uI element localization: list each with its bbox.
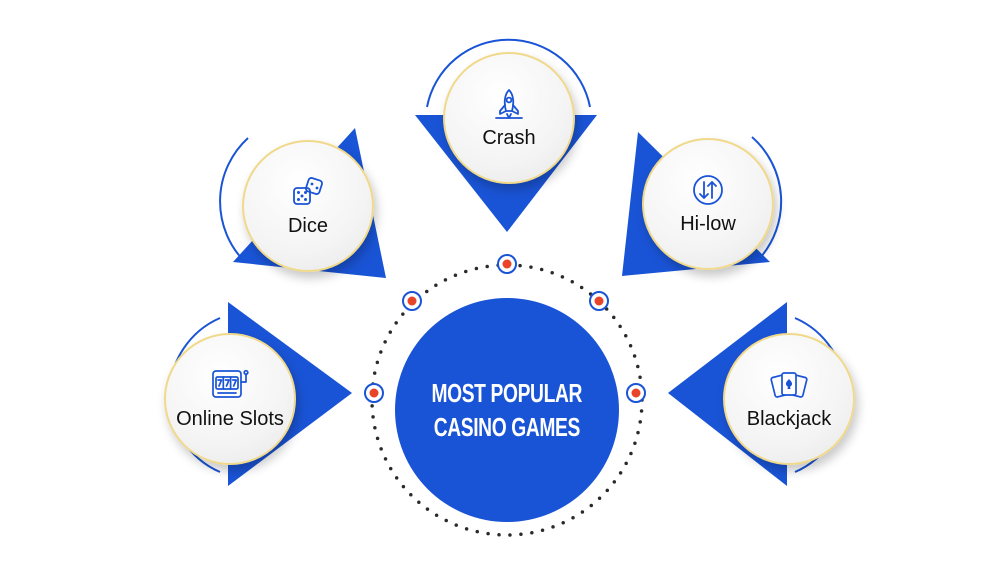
game-label-blackjack: Blackjack: [746, 407, 832, 430]
game-node-dice: Dice: [242, 140, 374, 272]
dice-arc: [219, 137, 249, 263]
game-label-slots: Online Slots: [176, 407, 284, 430]
center-circle: MOST POPULAR CASINO GAMES: [395, 298, 619, 522]
up-down-arrows-icon: [693, 174, 723, 205]
game-node-hilow: Hi-low: [642, 138, 774, 270]
crash-arc: [426, 38, 591, 108]
game-label-crash: Crash: [482, 126, 536, 149]
center-title-line-2: CASINO GAMES: [433, 412, 581, 442]
game-node-blackjack: Blackjack: [723, 333, 855, 465]
game-label-dice: Dice: [287, 214, 328, 237]
dice-icon: [293, 176, 323, 205]
playing-cards-icon: [770, 371, 808, 398]
game-node-crash: Crash: [443, 52, 575, 184]
game-label-hilow: Hi-low: [680, 212, 736, 235]
ring-markers: [364, 254, 646, 403]
game-node-slots: Online Slots: [164, 333, 296, 465]
slot-machine-icon: [212, 369, 249, 398]
rocket-icon: [495, 88, 523, 119]
center-title-line-1: MOST POPULAR: [431, 378, 583, 408]
hilow-arc: [751, 136, 783, 259]
